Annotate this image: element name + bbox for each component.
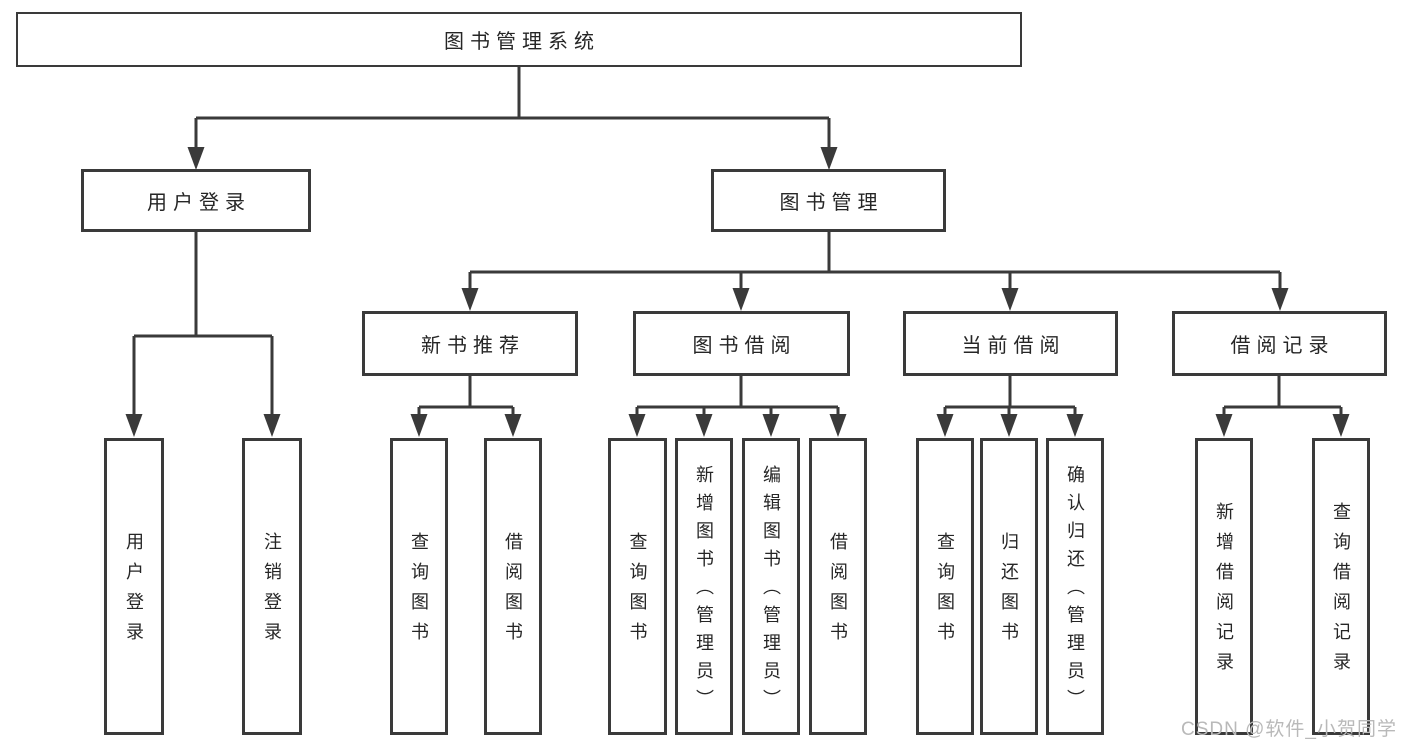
node-book-borrowing: 图书借阅: [633, 311, 850, 376]
arrowheads: [125, 147, 1350, 437]
node-new-book-recommendation: 新书推荐: [362, 311, 578, 376]
leaf-add-book-admin: 新增图书（管理员）: [675, 438, 733, 735]
node-book-management: 图书管理: [711, 169, 946, 232]
leaf-query-books-recommend: 查询图书: [390, 438, 448, 735]
leaf-edit-book-admin: 编辑图书（管理员）: [742, 438, 800, 735]
leaf-borrow-books-borrowing: 借阅图书: [809, 438, 867, 735]
leaf-borrow-books-recommend: 借阅图书: [484, 438, 542, 735]
leaf-return-book: 归还图书: [980, 438, 1038, 735]
connector-paths: [132, 67, 1343, 417]
node-library-management-system: 图书管理系统: [16, 12, 1022, 67]
leaf-query-books-current: 查询图书: [916, 438, 974, 735]
node-current-borrowing: 当前借阅: [903, 311, 1118, 376]
leaf-query-books-borrowing: 查询图书: [608, 438, 667, 735]
leaf-add-borrow-record: 新增借阅记录: [1195, 438, 1253, 735]
node-borrowing-records: 借阅记录: [1172, 311, 1387, 376]
leaf-logout: 注销登录: [242, 438, 302, 735]
leaf-query-borrow-record: 查询借阅记录: [1312, 438, 1370, 735]
leaf-user-login: 用户登录: [104, 438, 164, 735]
leaf-confirm-return-admin: 确认归还（管理员）: [1046, 438, 1104, 735]
node-user-login: 用户登录: [81, 169, 311, 232]
csdn-watermark: CSDN @软件_小贺同学: [1181, 719, 1397, 740]
